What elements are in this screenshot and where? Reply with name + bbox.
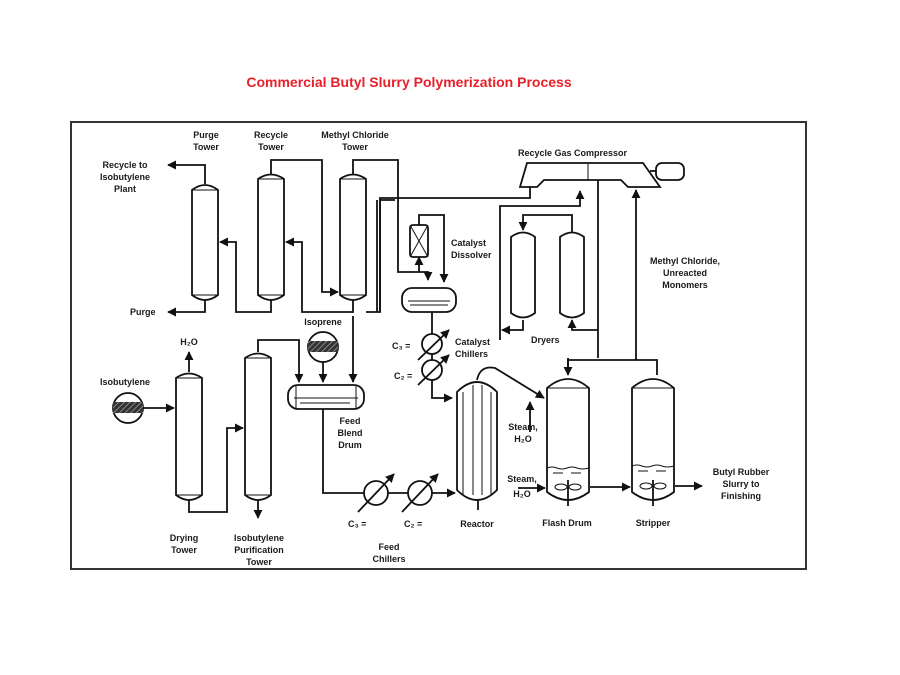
flash-drum: [518, 358, 590, 506]
purge-tower: [191, 184, 219, 301]
diagram-frame: [70, 121, 807, 570]
flash-to-stripper-overhead: [563, 359, 658, 376]
label-reactor: Reactor: [460, 519, 494, 529]
label-c2-feed: C₂ =: [404, 519, 422, 529]
catalyst-chillers: [417, 312, 453, 403]
dryers: [501, 214, 598, 335]
label-c2-catalyst: C₂ =: [394, 371, 412, 381]
recycle-to-dryers-line: [499, 190, 585, 340]
label-dryers: Dryers: [531, 335, 560, 345]
compressor-to-mct-line: [366, 187, 531, 313]
label-steam-h2o-upper: Steam,H₂O: [508, 422, 538, 444]
stripper: [631, 378, 703, 506]
isoprene-source: [307, 331, 339, 383]
catalyst-dissolver: [409, 214, 449, 283]
label-c3-catalyst: C₃ =: [392, 341, 410, 351]
drying-tower: [175, 351, 244, 513]
methyl-chloride-tower: [339, 173, 367, 301]
label-steam-h2o-lower: Steam,H₂O: [507, 474, 537, 499]
label-purge: Purge: [130, 307, 156, 317]
label-isoprene: Isoprene: [304, 317, 342, 327]
label-stripper: Stripper: [636, 518, 671, 528]
label-recycle-gas-compressor: Recycle Gas Compressor: [518, 148, 628, 158]
label-h2o-top: H₂O: [180, 337, 198, 347]
catalyst-drum: [401, 287, 457, 313]
label-flash-drum: Flash Drum: [542, 518, 592, 528]
isobutylene-source: [112, 392, 175, 424]
recycle-gas-compressor: [518, 162, 685, 188]
reactor: [456, 366, 545, 510]
upper-left-piping: [167, 159, 433, 317]
feed-chillers: [322, 409, 456, 513]
label-isobutylene: Isobutylene: [100, 377, 150, 387]
label-c3-feed: C₃ =: [348, 519, 366, 529]
diagram-title: Commercial Butyl Slurry Polymerization P…: [246, 74, 572, 90]
feed-blend-drum: [287, 384, 365, 410]
recycle-tower: [257, 173, 285, 301]
isobutylene-purification-tower: [244, 339, 304, 519]
